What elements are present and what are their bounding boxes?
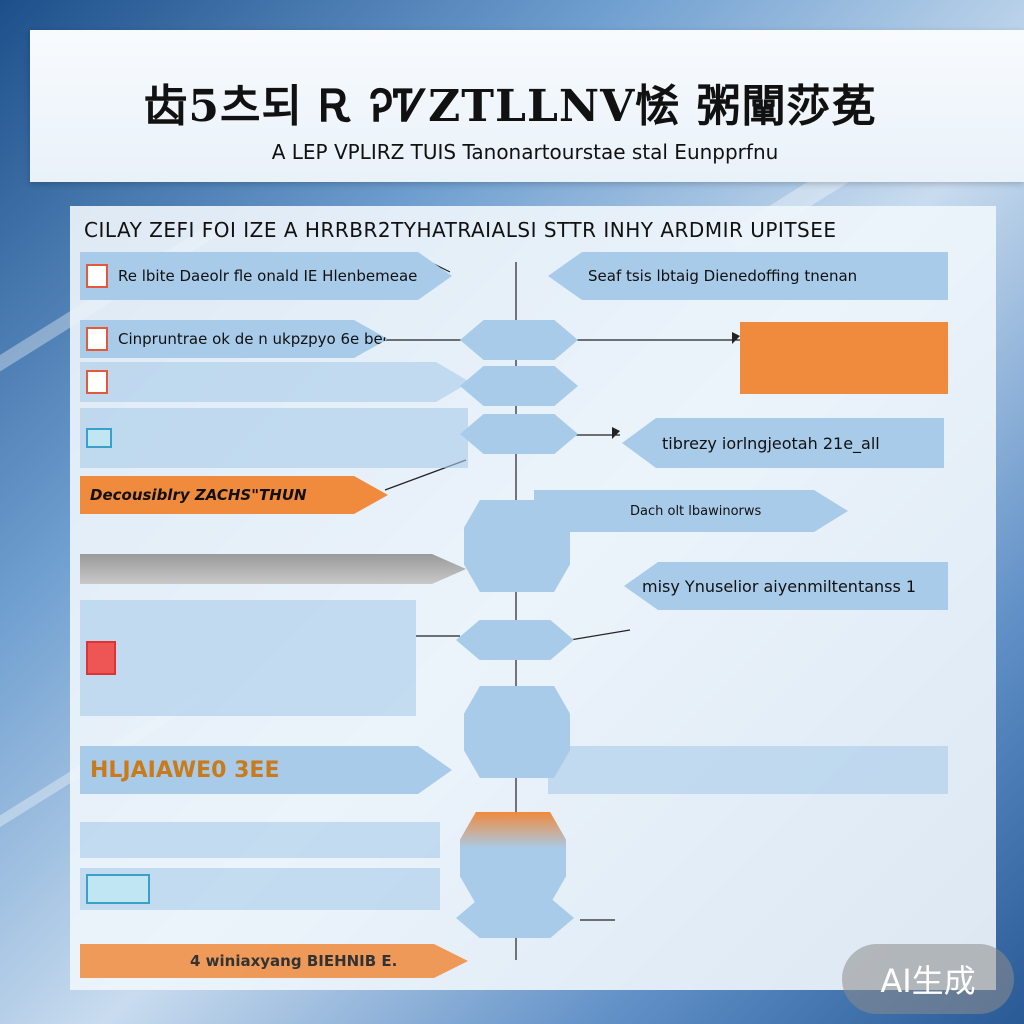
right-bar-1: Seaf tsis lbtaig Dienedoffing tnenan (548, 252, 948, 300)
section-heading: CILAY ZEFI FOI IZE A HRRBR2TYHATRAIALSI … (84, 218, 837, 242)
right-bar-label: Seaf tsis lbtaig Dienedoffing tnenan (588, 267, 858, 285)
document-icon (86, 264, 108, 288)
center-node (456, 620, 574, 660)
center-node (460, 320, 578, 360)
right-bar-label: tibrezy iorlngjeotah 21e_all (662, 433, 880, 453)
left-bar-detail (80, 408, 468, 468)
left-bar-label: Re lbite Daeolr fle onald IE Hlenbemeae (118, 267, 418, 285)
right-bar-3: Dach olt lbawinorws (534, 490, 848, 532)
left-bar-block (80, 600, 416, 716)
left-bar-detail (80, 868, 440, 910)
app-icon (86, 641, 116, 675)
right-bar-2: tibrezy iorlngjeotah 21e_all (622, 418, 944, 468)
left-bar-4: HLJAIAWE0 3EE (80, 746, 452, 794)
left-bar-label: 4 winiaxyang BIEHNIB E. (190, 952, 398, 970)
left-bar-label: HLJAIAWE0 3EE (90, 757, 280, 783)
orange-callout-box (740, 322, 948, 394)
left-bar-detail (80, 822, 440, 858)
right-bar-4: misy Ynuselior aiyenmiltentanss 1 (624, 562, 948, 610)
page-subtitle: A LEP VPLIRZ TUIS Tanonartourstae stal E… (271, 140, 779, 164)
left-bar-5: 4 winiaxyang BIEHNIB E. (80, 944, 468, 978)
right-bar-5 (548, 746, 948, 794)
center-node (460, 414, 578, 454)
left-bar-3: Decousiblry ZACHS"THUN (80, 476, 388, 514)
right-bar-label: misy Ynuselior aiyenmiltentanss 1 (642, 576, 917, 596)
center-node (460, 366, 578, 406)
document-icon (86, 370, 108, 394)
center-node (456, 898, 574, 938)
left-bar-1: Re lbite Daeolr fle onald IE Hlenbemeae (80, 252, 452, 300)
ai-generated-badge: AI生成 (842, 944, 1014, 1014)
document-icon (86, 327, 108, 351)
right-bar-label: Dach olt lbawinorws (630, 503, 762, 519)
image-icon (86, 428, 112, 448)
left-bar-label: Decousiblry ZACHS"THUN (90, 486, 307, 504)
header-banner (30, 30, 1024, 182)
left-bar-label: Cinpruntrae ok de n ukpzpyo 6e bec (118, 330, 388, 348)
center-node (460, 812, 566, 904)
left-bar-divider (80, 554, 466, 584)
left-bar-detail (80, 362, 470, 402)
image-icon (86, 874, 150, 904)
left-bar-2: Cinpruntrae ok de n ukpzpyo 6e bec (80, 320, 388, 358)
page-title: 齿5츠되 Ꭱ ᎮᏤZTⅬⅬNV恡 粥闡莎莬 (143, 81, 877, 132)
